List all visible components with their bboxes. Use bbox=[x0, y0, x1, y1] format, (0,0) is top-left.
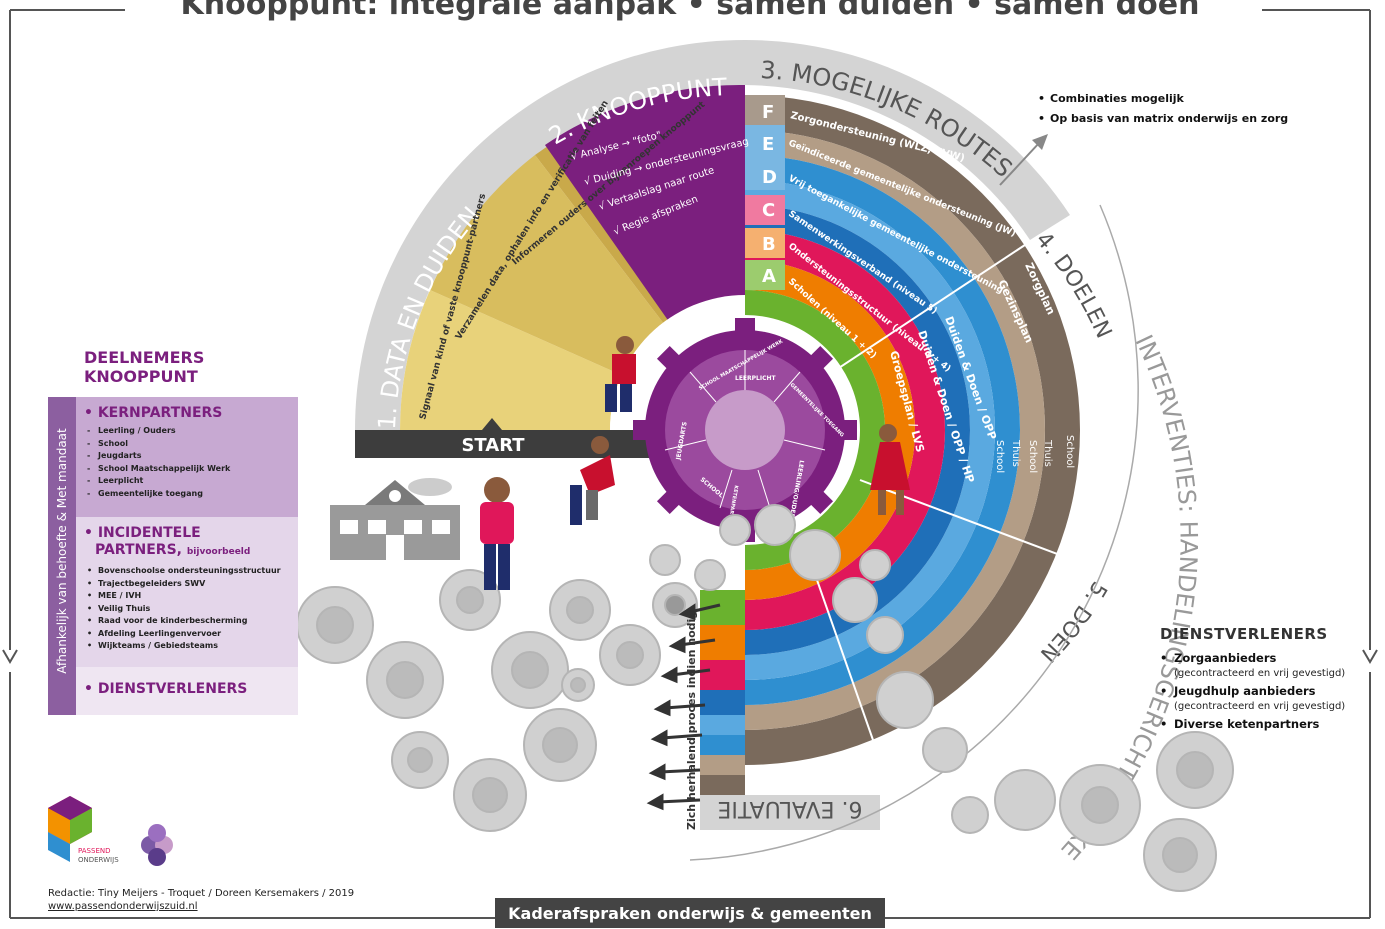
combinaties-arrow-icon bbox=[999, 134, 1048, 186]
dienstverlener-item: Zorgaanbieders(gecontracteerd en vrij ge… bbox=[1160, 651, 1360, 681]
inc-item: MEE / IVH bbox=[84, 590, 298, 603]
incidentele-title-1: • INCIDENTELE bbox=[84, 525, 201, 541]
student-figure-icon bbox=[480, 477, 514, 590]
place-1: Thuis bbox=[1082, 434, 1093, 462]
kern-item: Gemeentelijke toegang bbox=[84, 488, 298, 501]
route-letter-b: B bbox=[762, 234, 776, 255]
credits-line-2: www.passendonderwijszuid.nl bbox=[48, 901, 198, 912]
inc-item: Trajectbegeleiders SWV bbox=[84, 578, 298, 591]
route-letters: F E D C B A bbox=[745, 95, 785, 290]
route-letter-d: D bbox=[762, 167, 777, 188]
dienstverleners-small-title: • DIENSTVERLENERS bbox=[84, 681, 248, 697]
place-4: School bbox=[1027, 440, 1038, 473]
people-pushing-gear-icon bbox=[570, 336, 910, 525]
school-building-icon bbox=[330, 478, 460, 560]
place-5: Thuis bbox=[1010, 439, 1021, 467]
dienstverleners-small-box: • DIENSTVERLENERS bbox=[76, 667, 298, 715]
semicircle-background bbox=[355, 40, 1070, 430]
kernpartners-box: • KERNPARTNERS Leerling / Ouders School … bbox=[76, 397, 298, 517]
kern-item: School Maatschappelijk Werk bbox=[84, 463, 298, 476]
combinaties-list: • Combinaties mogelijk • Op basis van ma… bbox=[1038, 92, 1288, 125]
incidentele-box: • INCIDENTELE PARTNERS, bijvoorbeeld Bov… bbox=[76, 517, 298, 667]
combinaties-2: Op basis van matrix onderwijs en zorg bbox=[1050, 112, 1288, 125]
dienstverleners-panel: DIENSTVERLENERS Zorgaanbieders(gecontrac… bbox=[1160, 625, 1360, 735]
incidentele-list: Bovenschoolse ondersteuningsstructuur Tr… bbox=[84, 565, 298, 653]
flower-logo bbox=[141, 824, 173, 866]
inc-item: Raad voor de kinderbescherming bbox=[84, 615, 298, 628]
incidentele-title-3: bijvoorbeeld bbox=[186, 547, 251, 557]
kern-item: Leerplicht bbox=[84, 475, 298, 488]
route-letter-a: A bbox=[762, 266, 776, 287]
footer-bar: Kaderafspraken onderwijs & gemeenten bbox=[495, 898, 885, 928]
svg-text:•: • bbox=[1038, 112, 1045, 125]
right-down-arrow-icon bbox=[1362, 649, 1378, 664]
combinaties-1: Combinaties mogelijk bbox=[1050, 92, 1185, 105]
inc-item: Veilig Thuis bbox=[84, 603, 298, 616]
start-label: START bbox=[461, 435, 525, 456]
section-5-title: 5. DOEN bbox=[1035, 577, 1112, 667]
inc-item: Wijkteams / Gebiedsteams bbox=[84, 640, 298, 653]
route-letter-c: C bbox=[762, 200, 775, 221]
side-label: Afhankelijk van behoefte & Met mandaat bbox=[55, 428, 69, 674]
dienstverleners-title: DIENSTVERLENERS bbox=[1160, 625, 1328, 643]
grey-gears bbox=[296, 504, 1234, 892]
cycle-arrows bbox=[646, 603, 721, 811]
svg-text:•: • bbox=[1038, 92, 1045, 105]
route-letter-f: F bbox=[762, 102, 774, 123]
credits-line-1: Redactie: Tiny Meijers - Troquet / Doree… bbox=[48, 888, 354, 899]
kern-item: Jeugdarts bbox=[84, 450, 298, 463]
deelnemers-title-2: KNOOPPUNT bbox=[84, 367, 198, 386]
passend-onderwijs-logo: PASSEND ONDERWIJS bbox=[48, 796, 119, 864]
kern-item: School bbox=[84, 438, 298, 451]
kern-item: Leerling / Ouders bbox=[84, 425, 298, 438]
route-letter-e: E bbox=[762, 134, 774, 155]
interventies-arc bbox=[689, 204, 1139, 861]
footer-bar-label: Kaderafspraken onderwijs & gemeenten bbox=[508, 904, 872, 923]
dienstverlener-item: Diverse ketenpartners bbox=[1160, 717, 1360, 732]
kernpartners-title: • KERNPARTNERS bbox=[84, 405, 223, 421]
outer-frame bbox=[9, 9, 1371, 919]
central-gear: JEUGDARTS SCHOOL MAATSCHAPPELIJK WERK LE… bbox=[633, 318, 857, 542]
place-2: School bbox=[1064, 435, 1075, 468]
inc-item: Bovenschoolse ondersteuningsstructuur bbox=[84, 565, 298, 578]
side-label-bar bbox=[48, 397, 76, 715]
dienstverlener-item: Jeugdhulp aanbieders(gecontracteerd en v… bbox=[1160, 684, 1360, 714]
deelnemers-panel: DEELNEMERS KNOOPPUNT Afhankelijk van beh… bbox=[48, 348, 300, 717]
logo-line-1: PASSEND bbox=[78, 847, 111, 855]
gear-leerplicht: LEERPLICHT bbox=[735, 375, 777, 382]
incidentele-title-2: PARTNERS, bbox=[95, 542, 182, 558]
section-6-title: 6. EVALUATIE bbox=[717, 796, 862, 821]
place-6: School bbox=[994, 440, 1005, 473]
inc-item: Afdeling Leerlingenvervoer bbox=[84, 628, 298, 641]
cycle-note: Zich herhalend proces indien nodig bbox=[685, 611, 698, 830]
kernpartners-list: Leerling / Ouders School Jeugdarts Schoo… bbox=[84, 425, 298, 500]
dienstverleners-list: Zorgaanbieders(gecontracteerd en vrij ge… bbox=[1160, 651, 1360, 732]
page-title: Knooppunt: integrale aanpak • samen duid… bbox=[181, 0, 1200, 22]
deelnemers-title-1: DEELNEMERS bbox=[84, 348, 205, 367]
left-down-arrow-icon bbox=[2, 649, 18, 664]
logo-line-2: ONDERWIJS bbox=[78, 856, 119, 864]
place-3: Thuis bbox=[1042, 439, 1053, 467]
place-labels: Thuis School Thuis School Thuis School bbox=[994, 434, 1093, 473]
